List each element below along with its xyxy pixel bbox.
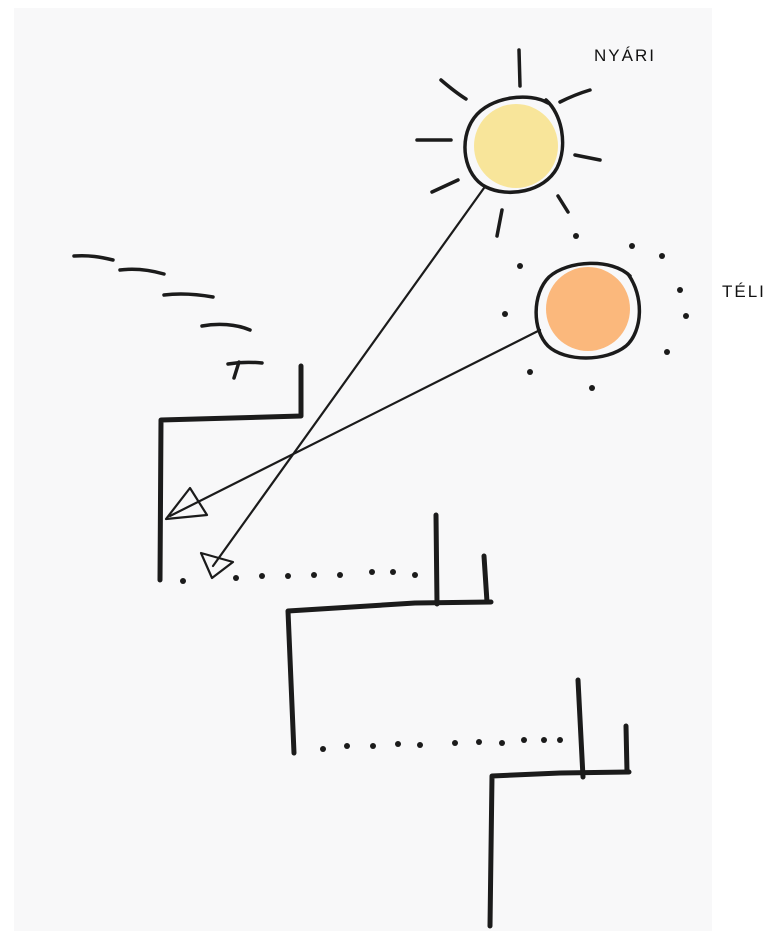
winter-sun-disc	[546, 267, 630, 351]
sketch-paper	[14, 8, 712, 931]
winter-sun-outline	[534, 261, 642, 360]
summer-sun-label: NYÁRI	[594, 46, 656, 65]
summer-sun-icon	[415, 48, 602, 238]
summer-sun-outline	[463, 95, 565, 195]
winter-sun-rays	[502, 233, 689, 391]
middle-floor	[285, 599, 630, 780]
summer-sun-disc	[474, 104, 558, 188]
wind-strokes	[72, 254, 264, 380]
upper-floor-dotted-line	[180, 569, 418, 584]
upper-floor	[157, 363, 490, 607]
summer-sun-ray	[199, 186, 486, 580]
lower-floor	[487, 769, 632, 929]
middle-floor-dotted-line	[320, 737, 563, 752]
winter-sun-ray	[164, 328, 542, 521]
winter-sun-icon	[502, 233, 689, 391]
winter-sun-label: TÉLI	[722, 282, 766, 301]
summer-sun-rays	[415, 48, 602, 238]
